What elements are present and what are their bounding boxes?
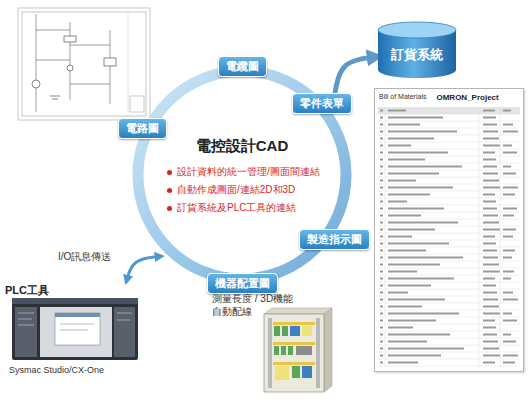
- drawing-type-tag: 電纜圖: [218, 56, 267, 77]
- drawing-type-tag: 機器配置圖: [207, 273, 278, 294]
- plc-tool-panel: PLC工具 Sysmac Studio/CX-One: [5, 283, 140, 375]
- feature-bullet: 自動作成圖面/連結2D和3D: [166, 183, 295, 197]
- control-cabinet-3d: [264, 308, 332, 392]
- flow-arrow: [335, 57, 377, 92]
- feature-note: 測量長度 / 3D機能: [212, 292, 293, 306]
- database-name: 訂貨系統: [391, 46, 443, 64]
- project-name: OMRON_Project: [436, 93, 498, 102]
- drawing-type-tag: 電路圖: [118, 118, 167, 139]
- tag-text: 電纜圖: [226, 59, 259, 74]
- software-name: Sysmac Studio/CX-One: [9, 365, 104, 375]
- feature-note: 自動配線: [212, 305, 252, 319]
- drawing-type-tag: 零件表單: [292, 93, 352, 114]
- feature-bullet: 設計資料的統一管理/圖面間連結: [166, 165, 320, 179]
- bom-table: Bill of Materials OMRON_Project: [374, 88, 524, 372]
- drawing-type-tag: 製造指示圖: [299, 229, 370, 250]
- plc-tool-screenshot: [12, 298, 138, 360]
- tag-text: 零件表單: [300, 96, 344, 111]
- center-title: 電控設計CAD: [196, 137, 289, 156]
- edge-label: I/O訊息傳送: [56, 250, 113, 264]
- feature-bullet: 訂貨系統及PLC工具的連結: [166, 201, 296, 215]
- tag-text: 製造指示圖: [307, 232, 362, 247]
- database-cylinder: 訂貨系統: [378, 22, 456, 78]
- tag-text: 電路圖: [126, 121, 159, 136]
- flow-arrow: [127, 256, 161, 281]
- panel-heading: PLC工具: [5, 283, 49, 298]
- schematic-drawing: [18, 8, 150, 120]
- table-rows: [375, 89, 525, 373]
- table-title: Bill of Materials: [379, 93, 426, 100]
- tag-text: 機器配置圖: [215, 276, 270, 291]
